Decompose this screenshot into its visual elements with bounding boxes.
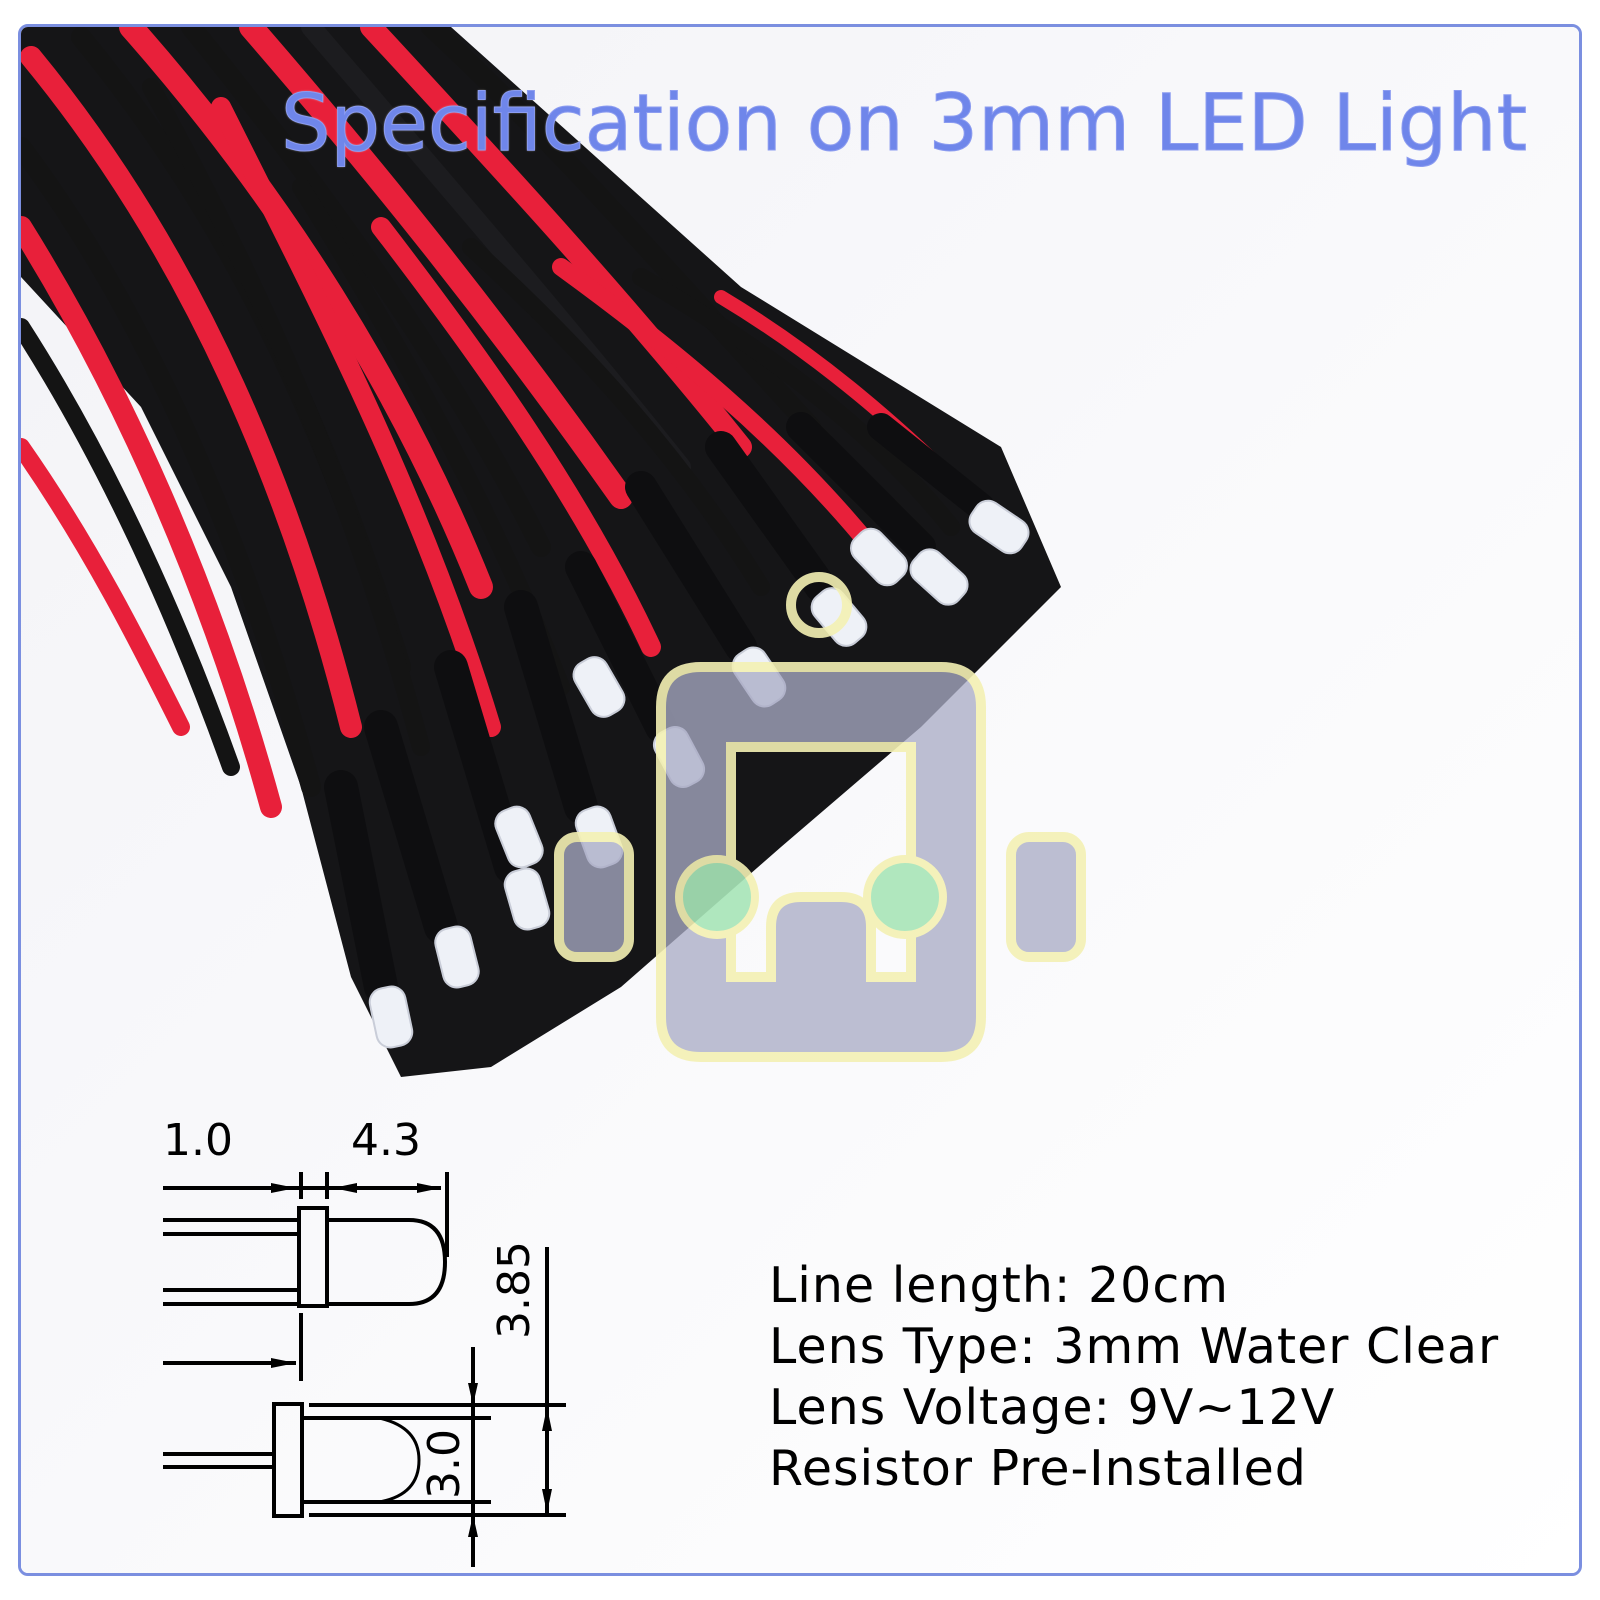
spec-line-length: Line length: 20cm <box>769 1257 1229 1314</box>
dim-lens-length: 4.3 <box>351 1115 421 1166</box>
dim-lens-diameter: 3.0 <box>419 1429 470 1499</box>
spec-lens-type: Lens Type: 3mm Water Clear <box>769 1318 1500 1375</box>
led-dimension-drawing: 1.0 4.3 3.85 3.0 <box>163 1115 566 1567</box>
spec-card: Specification on 3mm LED Light <box>18 24 1582 1576</box>
spec-resistor: Resistor Pre-Installed <box>769 1440 1307 1497</box>
led-wire-bundle-photo <box>21 27 1579 1573</box>
dim-flange-diameter: 3.85 <box>489 1241 540 1339</box>
page-title: Specification on 3mm LED Light <box>281 79 1528 170</box>
dim-flange-thickness: 1.0 <box>163 1115 233 1166</box>
spec-list: Line length: 20cm Lens Type: 3mm Water C… <box>769 1255 1499 1499</box>
spec-lens-voltage: Lens Voltage: 9V~12V <box>769 1379 1336 1436</box>
robot-face-icon <box>554 572 1086 1062</box>
